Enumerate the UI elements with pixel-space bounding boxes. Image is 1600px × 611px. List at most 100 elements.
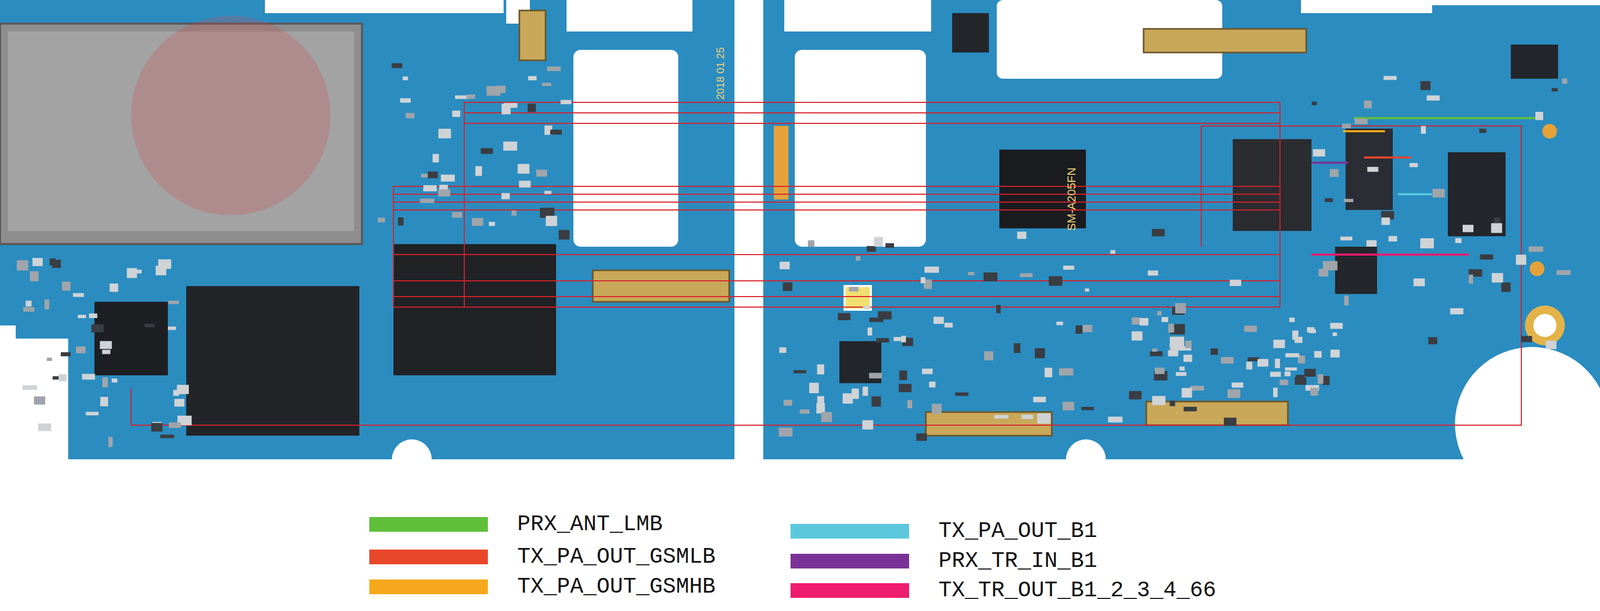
smd-component (44, 299, 50, 310)
smd-component (1294, 377, 1307, 385)
smd-component (955, 392, 969, 397)
smd-component (1179, 366, 1185, 371)
smd-component (544, 190, 552, 195)
trace (131, 125, 1522, 425)
smd-component (1181, 387, 1192, 398)
cutout (1426, 0, 1600, 6)
legend-swatch (790, 553, 910, 569)
smd-component (1147, 270, 1159, 276)
smd-component (545, 215, 558, 226)
smd-component (452, 110, 461, 117)
smd-component (782, 282, 793, 291)
board-marking: SM-A205FN (1064, 167, 1079, 231)
board-connector (1143, 28, 1307, 53)
smd-component (1314, 350, 1322, 358)
smd-component (1449, 307, 1464, 315)
smd-component (1332, 332, 1337, 336)
smd-component (1168, 323, 1175, 333)
board-connector (925, 411, 1052, 436)
smd-component (1324, 198, 1333, 202)
smd-component (873, 236, 883, 247)
smd-component (1229, 279, 1242, 286)
smd-component (528, 76, 537, 81)
smd-component (160, 434, 174, 439)
smd-component (1183, 406, 1197, 412)
legend-swatch (790, 582, 910, 598)
smd-component (984, 350, 994, 360)
cutout (0, 325, 16, 341)
signal-trace (1311, 253, 1469, 256)
smd-component (907, 399, 913, 409)
smd-component (1044, 367, 1052, 378)
smd-component (1062, 401, 1075, 410)
smd-component (1084, 288, 1090, 292)
smd-component (541, 82, 552, 87)
smd-component (1014, 343, 1021, 354)
smd-component (452, 211, 463, 218)
smd-component (1274, 358, 1280, 368)
smd-component (885, 242, 894, 248)
smd-component (1081, 406, 1094, 410)
smd-component (517, 163, 530, 174)
smd-component (1149, 350, 1163, 356)
smd-component (1289, 317, 1295, 323)
smd-component (1381, 217, 1390, 225)
smd-component (1292, 330, 1299, 340)
smd-component (22, 385, 38, 390)
signal-trace (1363, 156, 1412, 159)
smd-component (1383, 76, 1397, 81)
smd-component (1285, 367, 1297, 371)
smd-component (144, 323, 155, 327)
smd-component (916, 433, 927, 441)
smd-component (1306, 326, 1315, 333)
cutout (0, 338, 69, 460)
smd-component (1312, 101, 1318, 106)
smd-component (1017, 231, 1027, 239)
smd-component (402, 76, 409, 81)
ic-chip (952, 13, 989, 53)
smd-component (779, 347, 786, 354)
smd-component (1139, 317, 1149, 326)
legend-entry: TX_PA_OUT_B1 (790, 517, 1097, 544)
legend-swatch (369, 516, 488, 532)
signal-trace (1398, 193, 1433, 196)
smd-component (866, 246, 877, 252)
smd-component (89, 313, 98, 318)
trace (464, 122, 1280, 124)
ic-chip (1510, 44, 1559, 79)
smd-component (1432, 188, 1445, 198)
smd-component (38, 423, 52, 432)
smd-component (1270, 371, 1281, 377)
smd-component (893, 336, 901, 341)
smd-component (996, 304, 1001, 314)
legend-swatch (369, 579, 488, 594)
smd-component (168, 300, 179, 304)
smd-component (1161, 316, 1169, 322)
smd-component (1273, 339, 1285, 348)
smd-component (72, 292, 84, 297)
trace (464, 101, 1280, 103)
smd-component (1528, 246, 1544, 252)
smd-component (91, 324, 104, 333)
smd-component (1295, 374, 1305, 378)
smd-component (920, 276, 926, 284)
pcb-right (763, 0, 1600, 460)
smd-component (176, 384, 189, 394)
smd-component (391, 63, 403, 69)
smd-component (440, 174, 455, 182)
cutout (391, 439, 432, 479)
smd-component (511, 210, 517, 216)
smd-component (438, 128, 452, 138)
smd-component (1285, 353, 1299, 358)
cutout (264, 0, 504, 14)
smd-component (1131, 317, 1140, 325)
trace (393, 201, 1280, 203)
smd-component (1075, 325, 1083, 334)
smd-component (420, 198, 435, 203)
smd-component (488, 221, 496, 227)
flash-led (844, 285, 871, 310)
smd-component (558, 229, 570, 240)
signal-trace (1353, 116, 1543, 120)
